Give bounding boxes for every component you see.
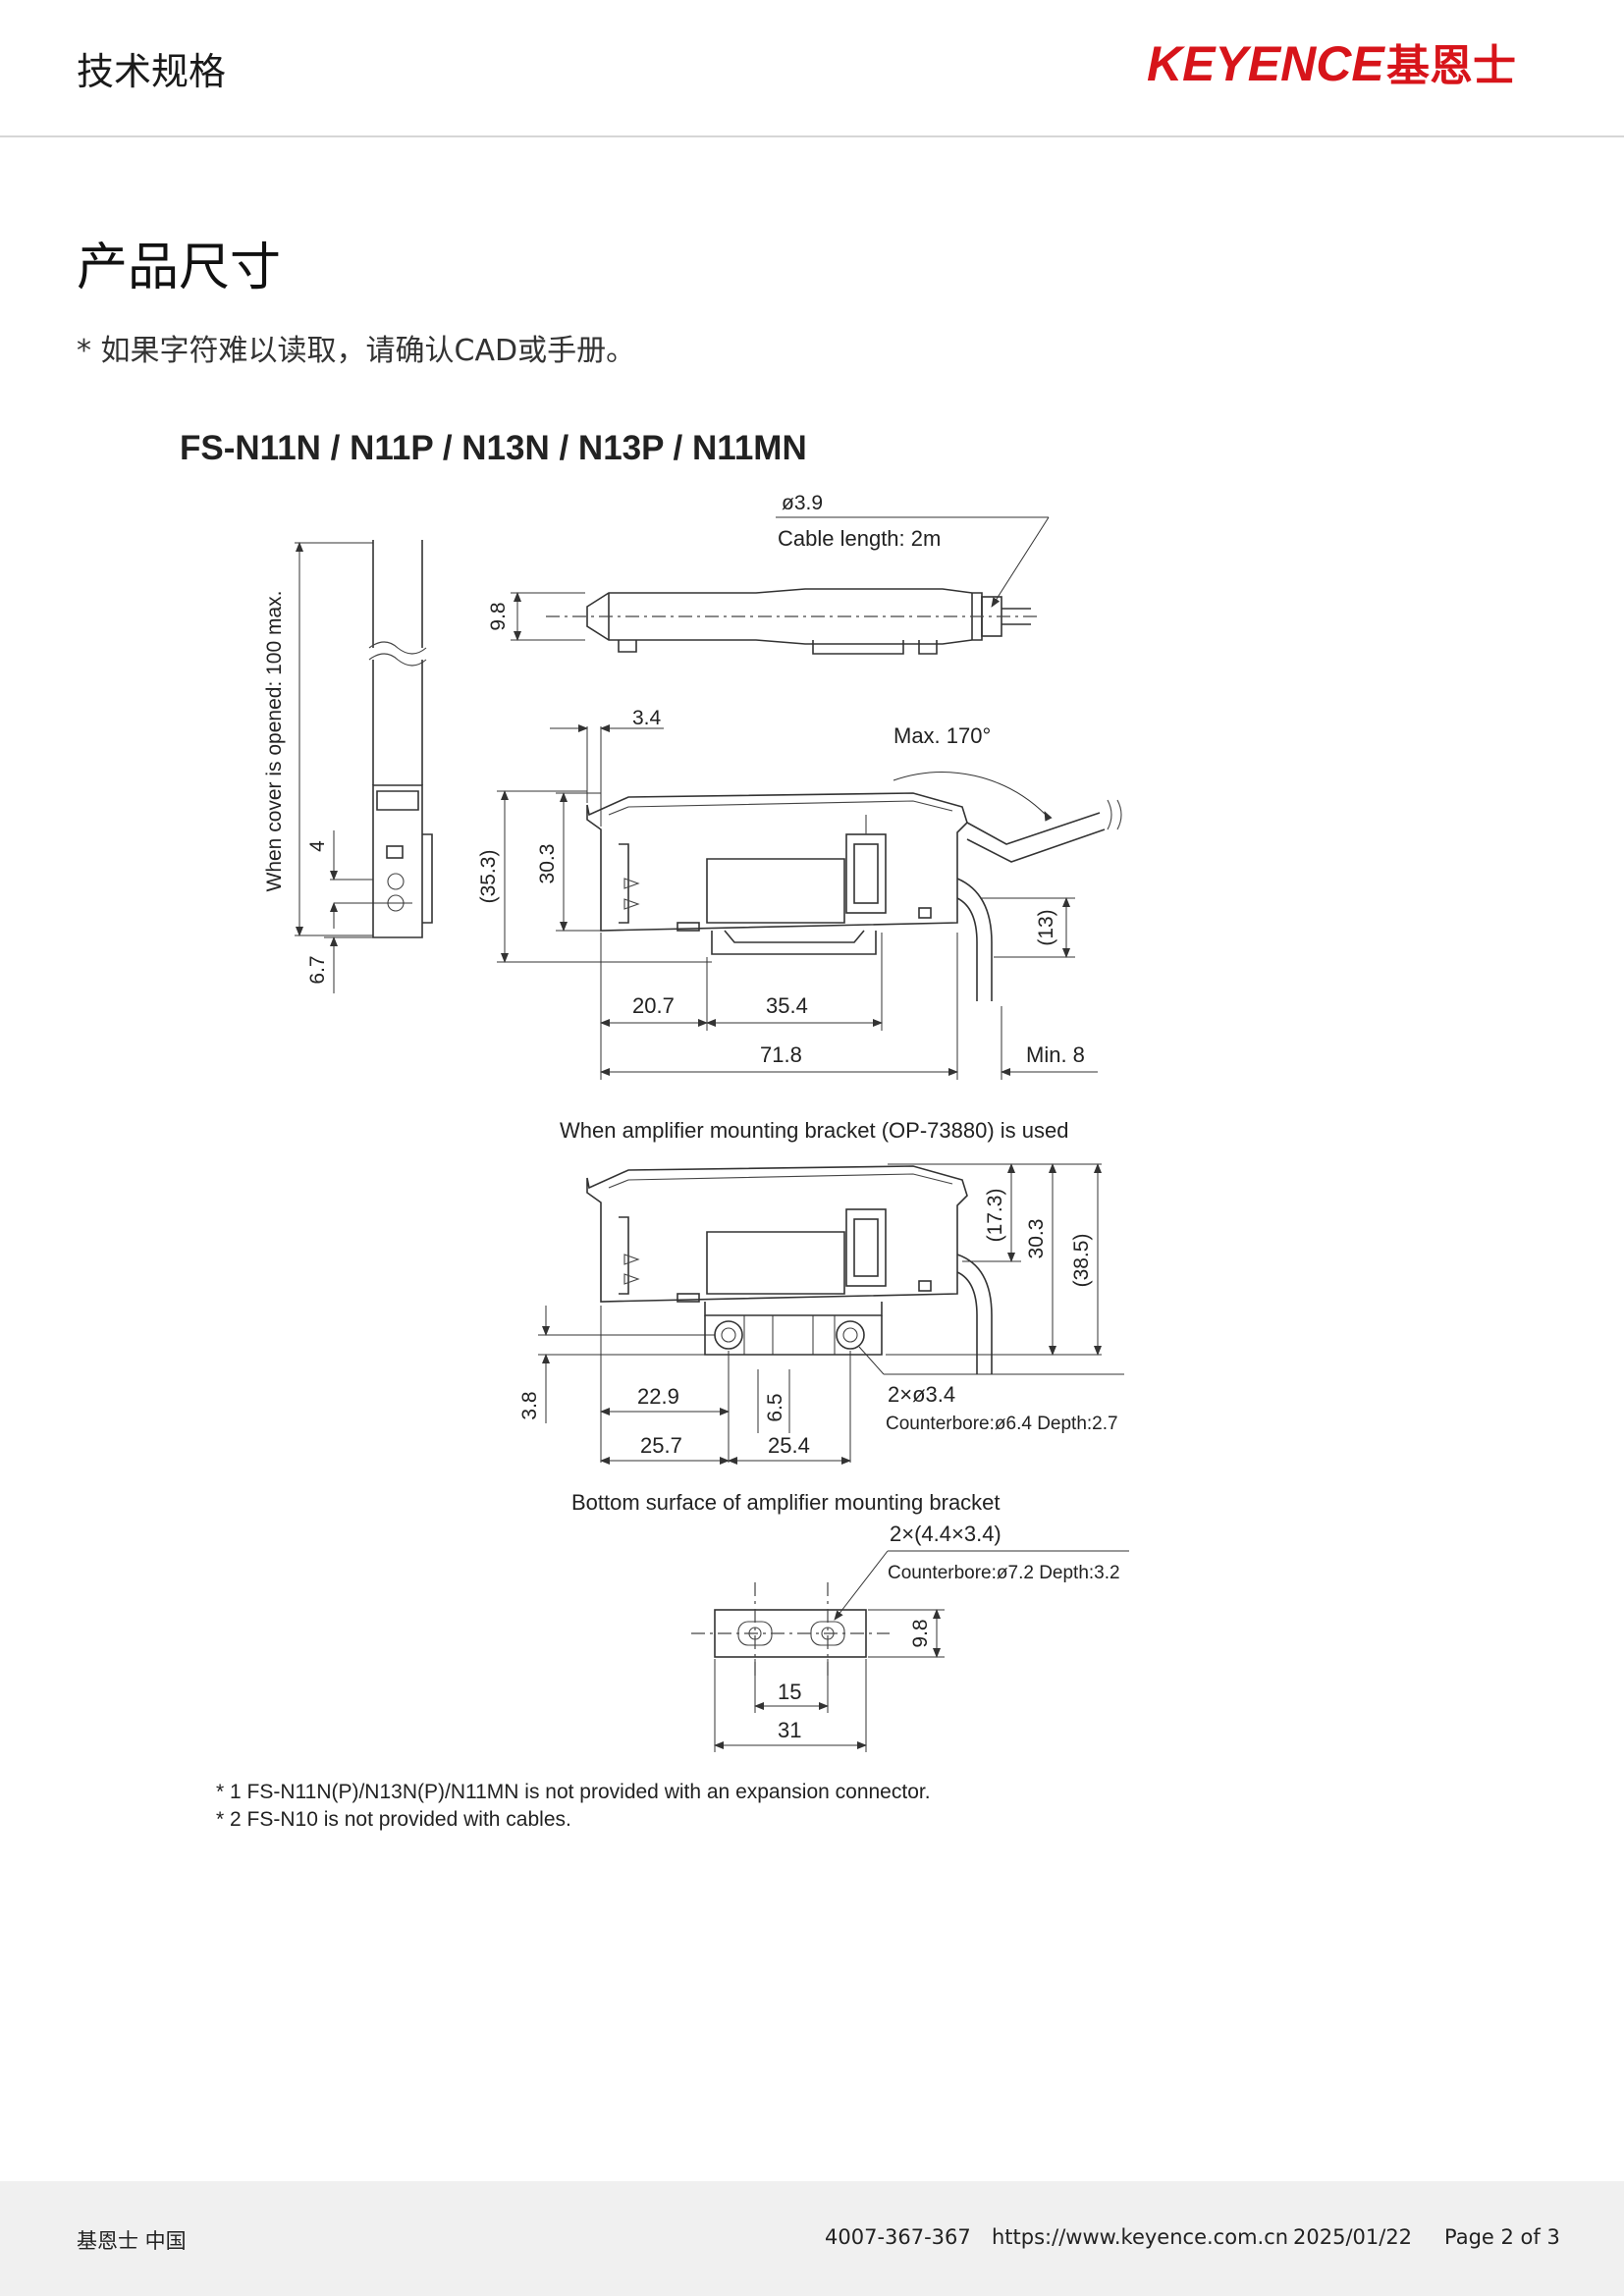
dim-25-4-label: 25.4 xyxy=(768,1433,810,1458)
dim-35-4-label: 35.4 xyxy=(766,993,808,1018)
bottom-holes-label: 2×(4.4×3.4) xyxy=(890,1522,1001,1546)
section-title: 产品尺寸 xyxy=(77,239,282,297)
dim-22-9-label: 22.9 xyxy=(637,1384,679,1409)
page-header: 技术规格 KEYENCE 基恩士 xyxy=(0,0,1624,137)
dim-min8-label: Min. 8 xyxy=(1026,1042,1085,1067)
dim-20-7-label: 20.7 xyxy=(632,993,675,1018)
dim-30-3-label: 30.3 xyxy=(536,844,559,884)
bottom-view: Bottom surface of amplifier mounting bra… xyxy=(571,1490,1129,1752)
footer-date: 2025/01/22 xyxy=(1293,2225,1413,2249)
bottom-counterbore-label: Counterbore:ø7.2 Depth:3.2 xyxy=(888,1563,1120,1583)
footer-url-link[interactable]: https://www.keyence.com.cn xyxy=(992,2225,1289,2249)
bottom-dim-9-8-label: 9.8 xyxy=(909,1619,932,1647)
keyence-logo: KEYENCE 基恩士 xyxy=(1147,36,1549,92)
dim-31-label: 31 xyxy=(778,1718,801,1742)
dimension-drawing: FS-N11N / N11P / N13N / N13P / N11MN ø3.… xyxy=(180,429,1129,1831)
dim-6-7-label: 6.7 xyxy=(306,955,329,984)
opened-cover-view: When cover is opened: 100 max. 4 6.7 xyxy=(263,540,433,993)
dim-4-label: 4 xyxy=(306,840,329,852)
dim-38-5-label: (38.5) xyxy=(1070,1234,1093,1288)
dim-71-8-label: 71.8 xyxy=(760,1042,802,1067)
top-height-label: 9.8 xyxy=(487,602,510,630)
dim-15-label: 15 xyxy=(778,1680,801,1704)
dim-6-5-label: 6.5 xyxy=(764,1393,786,1421)
dim-13-label: (13) xyxy=(1035,909,1057,945)
top-view: ø3.9 Cable length: 2m 9.8 xyxy=(487,492,1050,655)
footer-phone: 4007-367-367 xyxy=(825,2225,971,2249)
logo-latin-text: KEYENCE xyxy=(1147,37,1385,88)
bracket-dim-30-3-label: 30.3 xyxy=(1025,1219,1048,1259)
max-angle-label: Max. 170° xyxy=(893,723,991,748)
cable-length-label: Cable length: 2m xyxy=(778,526,941,551)
footer-page-number: Page 2 of 3 xyxy=(1444,2225,1560,2249)
dim-17-3-label: (17.3) xyxy=(984,1189,1006,1243)
bottom-caption: Bottom surface of amplifier mounting bra… xyxy=(571,1490,1001,1515)
bracket-counterbore-label: Counterbore:ø6.4 Depth:2.7 xyxy=(886,1414,1118,1434)
cover-opened-label: When cover is opened: 100 max. xyxy=(263,590,286,891)
header-title: 技术规格 xyxy=(77,50,227,93)
top-diameter-label: ø3.9 xyxy=(782,492,823,514)
dim-3-4-label: 3.4 xyxy=(632,707,662,729)
side-view: Max. 170° 3.4 (35.3) 30.3 (13) 20.7 35.4… xyxy=(477,707,1122,1080)
dim-35-3-label: (35.3) xyxy=(477,850,500,904)
footer-company: 基恩士 中国 xyxy=(77,2229,187,2253)
dim-25-7-label: 25.7 xyxy=(640,1433,682,1458)
page-footer: 基恩士 中国 4007-367-367 https://www.keyence.… xyxy=(0,2181,1624,2296)
logo-cn-text: 基恩士 xyxy=(1386,42,1516,88)
footnote-1: * 1 FS-N11N(P)/N13N(P)/N11MN is not prov… xyxy=(216,1781,931,1803)
bracket-view: When amplifier mounting bracket (OP-7388… xyxy=(518,1118,1124,1465)
bracket-holes-label: 2×ø3.4 xyxy=(888,1382,955,1407)
model-title: FS-N11N / N11P / N13N / N13P / N11MN xyxy=(180,429,807,467)
dim-3-8-label: 3.8 xyxy=(518,1391,541,1419)
readability-note: * 如果字符难以读取，请确认CAD或手册。 xyxy=(77,334,636,368)
footnote-2: * 2 FS-N10 is not provided with cables. xyxy=(216,1808,571,1831)
bracket-caption: When amplifier mounting bracket (OP-7388… xyxy=(560,1118,1068,1143)
